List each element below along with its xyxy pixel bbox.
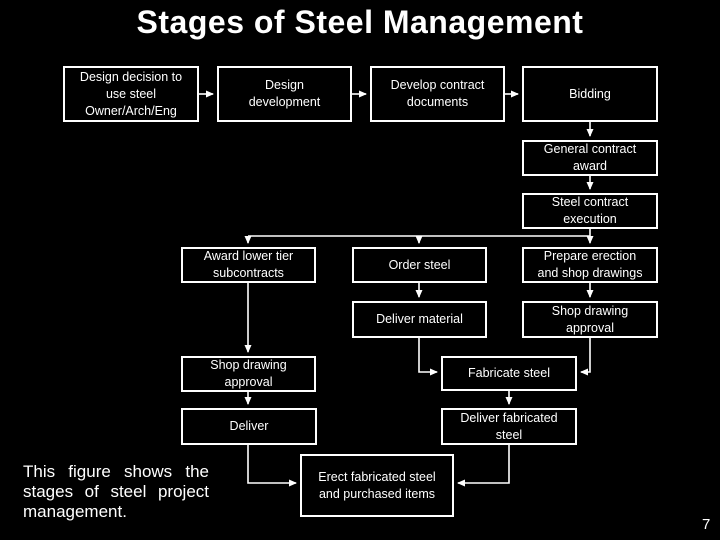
flowchart-box-develop-contract-documents: Develop contract documents — [370, 66, 505, 122]
flowchart-box-general-contract-award: General contract award — [522, 140, 658, 176]
flowchart-box-shop-drawing-approval-right: Shop drawing approval — [522, 301, 658, 338]
flowchart-box-deliver: Deliver — [181, 408, 317, 445]
flowchart-box-deliver-material: Deliver material — [352, 301, 487, 338]
flowchart-box-prepare-erection-and-shop-drawings: Prepare erection and shop drawings — [522, 247, 658, 283]
flowchart-box-deliver-fabricated-steel: Deliver fabricated steel — [441, 408, 577, 445]
flowchart-box-steel-contract-execution: Steel contract execution — [522, 193, 658, 229]
flowchart-box-order-steel: Order steel — [352, 247, 487, 283]
flowchart-box-award-lower-tier-subcontracts: Award lower tier subcontracts — [181, 247, 316, 283]
slide-title: Stages of Steel Management — [136, 4, 584, 40]
flowchart-box-design-development: Design development — [217, 66, 352, 122]
flowchart-box-fabricate-steel: Fabricate steel — [441, 356, 577, 391]
flowchart-box-bidding: Bidding — [522, 66, 658, 122]
flowchart-box-shop-drawing-approval-left: Shop drawing approval — [181, 356, 316, 392]
slide-caption: This figure shows the stages of steel pr… — [23, 462, 209, 521]
flowchart-box-erect-fabricated-steel: Erect fabricated steel and purchased ite… — [300, 454, 454, 517]
page-number: 7 — [702, 516, 711, 533]
flowchart-box-design-decision: Design decision to use steel Owner/Arch/… — [63, 66, 199, 122]
